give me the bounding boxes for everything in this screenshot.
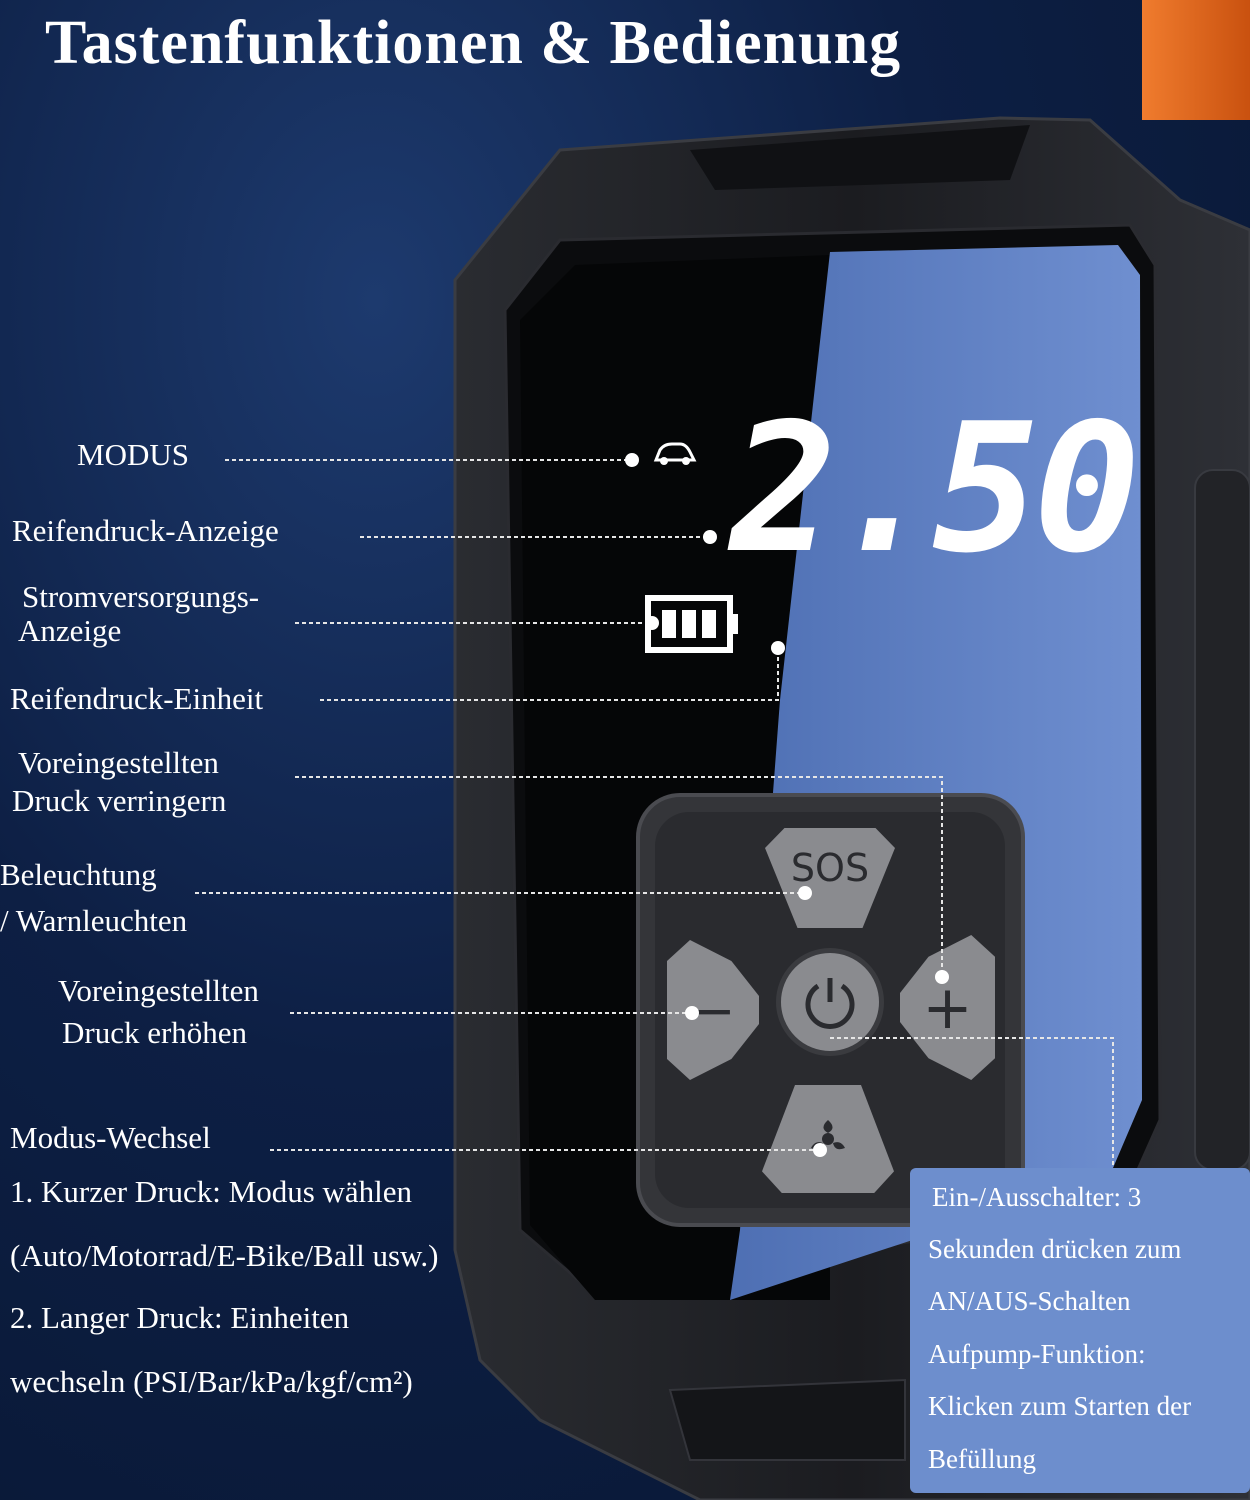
label-beleuchtung-line2: / Warnleuchten — [0, 903, 188, 938]
label-strom-line2: Anzeige — [18, 613, 122, 648]
plus-label: + — [922, 972, 973, 1043]
power-info-box: Ein-/Ausschalter: 3 Sekunden drücken zum… — [910, 1168, 1250, 1493]
modus-wechsel-line3: 2. Langer Druck: Einheiten — [10, 1300, 350, 1335]
modus-wechsel-line1: 1. Kurzer Druck: Modus wählen — [10, 1174, 413, 1209]
bottom-grip — [668, 1378, 906, 1461]
pressure-readout: 2.50 — [730, 385, 1141, 592]
label-verringern-line1: Voreingestellten — [18, 745, 219, 780]
top-groove — [690, 125, 1030, 190]
info-line-2: Sekunden drücken zum — [928, 1234, 1182, 1264]
label-erhoehen-line2: Druck erhöhen — [62, 1015, 248, 1050]
modus-wechsel-line2: (Auto/Motorrad/E-Bike/Ball usw.) — [10, 1238, 439, 1273]
info-line-3: AN/AUS-Schalten — [928, 1286, 1131, 1316]
page-title: Tastenfunktionen & Bedienung — [45, 9, 902, 77]
sos-label: SOS — [790, 846, 870, 890]
minus-label: − — [690, 978, 736, 1042]
label-modus-wechsel: Modus-Wechsel — [10, 1120, 211, 1155]
label-erhoehen-line1: Voreingestellten — [58, 973, 259, 1008]
label-reifendruck-anzeige: Reifendruck-Anzeige — [12, 513, 279, 548]
orange-nozzle — [1142, 0, 1250, 120]
side-grip — [1194, 469, 1250, 1171]
modus-wechsel-line4: wechseln (PSI/Bar/kPa/kgf/cm²) — [10, 1364, 413, 1399]
label-verringern-line2: Druck verringern — [12, 783, 227, 818]
info-line-5: Klicken zum Starten der — [928, 1391, 1192, 1421]
label-beleuchtung-line1: Beleuchtung — [0, 857, 157, 892]
info-line-4: Aufpump-Funktion: — [928, 1339, 1146, 1369]
info-line-1: Ein-/Ausschalter: 3 — [932, 1182, 1142, 1212]
power-icon — [805, 978, 855, 1029]
power-button[interactable] — [776, 948, 884, 1056]
info-line-6: Befüllung — [928, 1444, 1036, 1474]
label-modus: MODUS — [77, 437, 189, 472]
label-strom-line1: Stromversorgungs- — [22, 579, 260, 614]
car-icon — [653, 442, 697, 465]
fan-icon — [811, 1120, 845, 1150]
label-reifendruck-einheit: Reifendruck-Einheit — [10, 681, 264, 716]
